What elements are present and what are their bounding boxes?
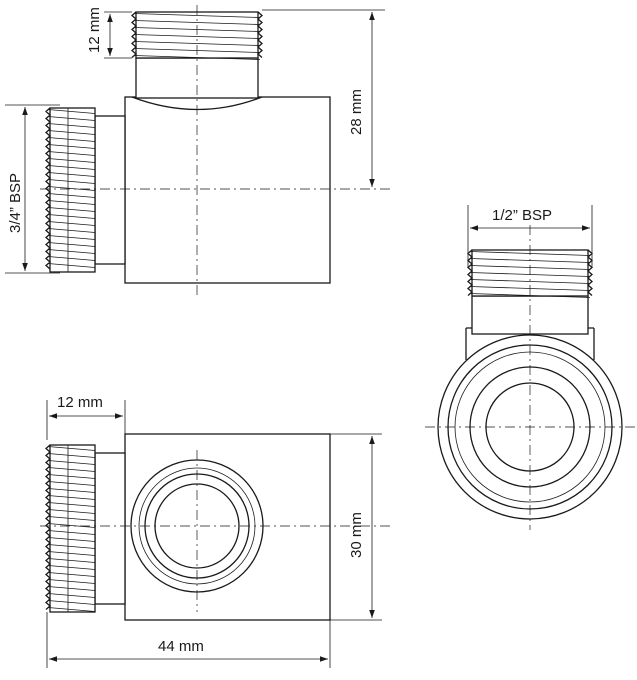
thread-ridge xyxy=(47,453,96,458)
thread-ridge xyxy=(47,446,96,451)
elevation-view: 12 mm 28 mm 3/4” BSP xyxy=(5,5,390,295)
thread-ridge xyxy=(133,13,261,18)
thread-teeth xyxy=(587,249,593,296)
thread-ridge xyxy=(47,158,96,163)
thread-ridge xyxy=(47,165,96,170)
thread-ridge xyxy=(469,293,591,298)
nipple-collar xyxy=(94,452,126,605)
thread-ridge xyxy=(47,172,96,177)
thread-ridge xyxy=(47,502,96,507)
thread-ridge xyxy=(47,460,96,465)
thread-ridge xyxy=(47,530,96,535)
thread-ridge xyxy=(47,207,96,212)
thread-ridge xyxy=(47,586,96,591)
thread-ridge xyxy=(47,228,96,233)
thread-ridge xyxy=(47,551,96,556)
thread-ridge xyxy=(133,20,261,25)
fitting-body xyxy=(124,433,331,621)
thread-ridge xyxy=(133,34,261,39)
fitting-body xyxy=(124,96,331,284)
overall-length-label: 44 mm xyxy=(158,638,204,655)
thread-ridge xyxy=(47,179,96,184)
side-nipple xyxy=(45,107,126,273)
thread-ridge xyxy=(47,186,96,191)
thread-ridge xyxy=(47,109,96,114)
thread-ridge xyxy=(47,607,96,612)
top-thread-label: 1/2” BSP xyxy=(492,207,552,224)
thread-ridge xyxy=(47,565,96,570)
thread-ridge xyxy=(47,579,96,584)
thread-ridge xyxy=(47,467,96,472)
thread-ridge xyxy=(47,137,96,142)
thread-ridge xyxy=(47,509,96,514)
thread-ridge xyxy=(47,123,96,128)
thread-ridge xyxy=(133,55,261,60)
plan-view: 12 mm 30 mm 44 mm xyxy=(40,394,392,668)
thread-ridge xyxy=(47,263,96,268)
thread-ridge xyxy=(47,474,96,479)
thread-ridge xyxy=(47,544,96,549)
nipple-collar xyxy=(94,115,126,265)
thread-ridge xyxy=(47,558,96,563)
thread-ridge xyxy=(47,151,96,156)
thread-ridge xyxy=(47,495,96,500)
thread-ridge xyxy=(47,516,96,521)
saddle-curve xyxy=(131,96,263,111)
thread-ridge xyxy=(47,481,96,486)
top-nipple-length-label: 12 mm xyxy=(86,7,103,53)
side-thread-label: 3/4” BSP xyxy=(7,173,24,233)
front-height-label: 30 mm xyxy=(348,512,365,558)
thread-ridge xyxy=(47,600,96,605)
thread-ridge xyxy=(47,235,96,240)
thread-ridge xyxy=(47,144,96,149)
thread-ridge xyxy=(47,256,96,261)
thread-body xyxy=(49,444,96,613)
end-view: 1/2” BSP xyxy=(425,205,635,530)
thread-ridge xyxy=(47,523,96,528)
thread-ridge xyxy=(47,249,96,254)
front-nipple-length-label: 12 mm xyxy=(57,394,103,411)
thread-ridge xyxy=(47,193,96,198)
thread-ridge xyxy=(47,572,96,577)
thread-teeth xyxy=(45,444,51,610)
thread-ridge xyxy=(47,488,96,493)
thread-ridge xyxy=(47,116,96,121)
thread-teeth xyxy=(257,11,263,58)
thread-ridge xyxy=(47,130,96,135)
thread-ridge xyxy=(47,214,96,219)
top-height-label: 28 mm xyxy=(348,89,365,135)
thread-ridge xyxy=(47,200,96,205)
thread-ridge xyxy=(47,221,96,226)
thread-ridge xyxy=(47,593,96,598)
thread-ridge xyxy=(47,242,96,247)
side-nipple xyxy=(45,444,126,613)
thread-ridge xyxy=(469,279,591,284)
thread-ridge xyxy=(47,537,96,542)
thread-ridge xyxy=(133,41,261,46)
